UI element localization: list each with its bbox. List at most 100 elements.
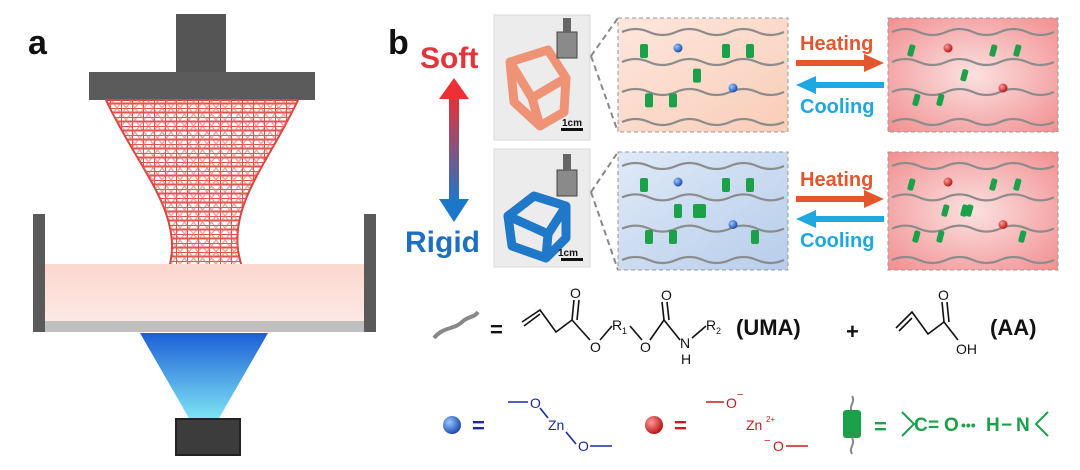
hbond-bonds <box>901 411 1049 437</box>
soft-cube-icon <box>505 45 571 131</box>
green-bead <box>640 44 648 58</box>
heating-arrow-icon <box>796 54 884 72</box>
polymer-chain <box>621 161 785 171</box>
blue-sphere <box>673 43 683 53</box>
green-bead <box>669 93 677 108</box>
uma-h: H <box>681 351 691 367</box>
hbond-h: H <box>986 415 1000 436</box>
red-ion-o2: O <box>773 438 784 454</box>
cooling-label-bottom: Cooling <box>800 230 874 252</box>
hbond-dash: − <box>1001 415 1012 436</box>
hbond-dots: ••• <box>961 417 976 433</box>
green-bead <box>645 230 653 244</box>
green-bead <box>989 178 998 191</box>
network-rigid-hot <box>887 151 1059 271</box>
soft-label: Soft <box>420 42 478 75</box>
green-bead <box>936 230 945 243</box>
hbond-n: N <box>1016 415 1030 436</box>
green-bead <box>645 93 653 108</box>
polymer-chain <box>621 117 785 127</box>
blue-sphere-icon <box>443 416 461 434</box>
zoom-lines <box>590 17 619 271</box>
green-bead <box>936 93 945 107</box>
green-bead-icon <box>843 395 861 455</box>
blue-sphere <box>728 220 738 229</box>
uma-r1: R <box>612 317 622 333</box>
uma-structure <box>521 299 707 341</box>
light-beam <box>140 333 268 420</box>
heating-label-top: Heating <box>800 33 873 55</box>
green-bead <box>674 204 682 218</box>
green-bead <box>1013 178 1022 191</box>
uma-o-carbonyl1: O <box>570 285 581 301</box>
red-sphere-icon <box>645 416 663 434</box>
green-bead <box>907 178 916 191</box>
red-sphere <box>943 43 953 53</box>
network-beads <box>640 43 1027 244</box>
uma-o-ester2: O <box>640 339 651 355</box>
green-bead <box>698 204 706 218</box>
polymer-chain <box>621 87 785 97</box>
green-bead <box>989 44 998 57</box>
polymer-chain <box>891 193 1055 202</box>
green-bead <box>1013 44 1022 57</box>
red-ion-minus1: − <box>737 389 743 401</box>
polymer-chain <box>891 57 1055 67</box>
green-bead <box>640 178 648 192</box>
resin-vat <box>33 214 376 332</box>
blue-sphere <box>728 83 738 93</box>
rigid-label: Rigid <box>405 226 480 259</box>
green-bead <box>912 230 921 243</box>
aa-oh: OH <box>956 341 977 357</box>
photo-rigid-sample: 1cm <box>493 148 591 268</box>
blue-ion-bonds <box>508 401 612 447</box>
uma-label: (UMA) <box>736 315 801 340</box>
polymer-chain <box>891 117 1055 127</box>
polymer-chain-icon <box>432 310 480 340</box>
build-platform <box>89 72 315 100</box>
uma-o-carbonyl2: O <box>661 287 672 303</box>
hbond-c: C <box>914 415 928 436</box>
resin <box>44 264 364 322</box>
green-bead <box>1018 230 1027 243</box>
uma-r2-sub: 2 <box>716 326 721 336</box>
polymer-chain <box>621 57 785 67</box>
red-ion-zn-charge: 2+ <box>766 415 775 424</box>
polymer-chain <box>891 161 1055 171</box>
polymer-chain <box>621 224 785 233</box>
polymer-chain <box>891 87 1055 97</box>
panel-a-letter: a <box>28 24 48 62</box>
green-bead <box>751 230 759 244</box>
green-bead <box>960 69 969 82</box>
uma-r2: R <box>706 317 716 333</box>
green-bead <box>965 204 974 217</box>
red-ion-zn: Zn <box>746 417 762 433</box>
hbond-double: = <box>928 415 939 436</box>
printer-stage <box>89 14 315 100</box>
polymer-chains <box>621 27 1055 265</box>
blue-ion-o1: O <box>530 395 541 411</box>
aa-o-carbonyl: O <box>938 287 949 303</box>
z-axis-column <box>176 14 226 74</box>
heating-label-bottom: Heating <box>800 169 873 191</box>
vat-wall-right <box>364 214 376 332</box>
equals-red: = <box>674 413 687 438</box>
network-soft-hot <box>887 17 1059 133</box>
blue-ion-zn: Zn <box>548 417 564 433</box>
cooling-arrow-icon <box>796 210 884 228</box>
polymer-chain <box>891 255 1055 265</box>
red-ion-minus2: − <box>764 435 770 447</box>
panel-b-letter: b <box>388 24 409 62</box>
red-sphere <box>943 177 953 187</box>
vat-wall-left <box>33 214 45 332</box>
green-bead <box>907 44 916 57</box>
projector <box>175 418 241 456</box>
network-soft-cool <box>617 17 789 133</box>
uma-n: N <box>680 335 690 351</box>
scale-bar-label-rigid: 1cm <box>558 248 578 259</box>
aa-label: (AA) <box>990 315 1036 340</box>
polymer-chain <box>621 193 785 202</box>
aa-structure <box>895 301 959 341</box>
